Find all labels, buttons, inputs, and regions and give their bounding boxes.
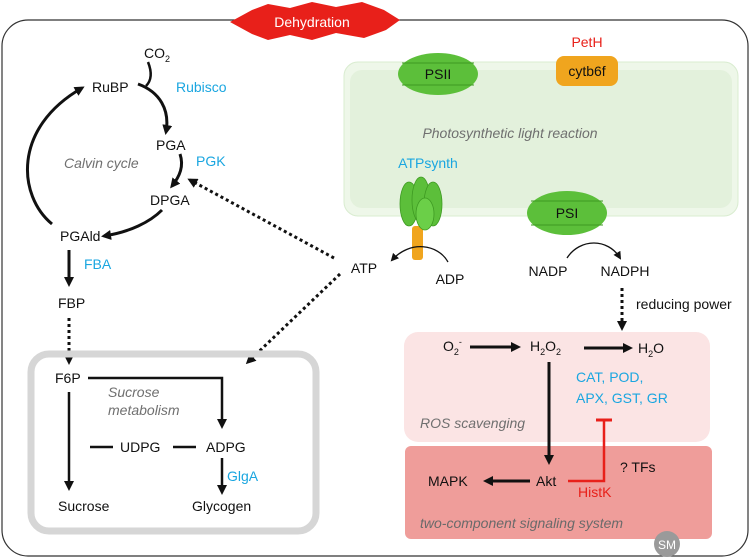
atp-synthase: ATPsynth xyxy=(398,155,458,260)
enzymes-line2: APX, GST, GR xyxy=(576,390,668,406)
pgald-to-rubp-arrow xyxy=(25,86,85,226)
sucrose-label: Sucrose xyxy=(58,498,110,514)
h2o2-label: H2O2 xyxy=(530,338,561,357)
atp-to-dpga-arrow xyxy=(187,178,335,260)
reducing-power-label: reducing power xyxy=(636,296,732,312)
mapk-label: MAPK xyxy=(428,473,468,489)
sucrose-title-line1: Sucrose xyxy=(108,384,160,400)
rubp-to-pga-arrow xyxy=(137,82,173,135)
ros-title: ROS scavenging xyxy=(420,415,525,431)
co2-label: CO2 xyxy=(144,45,170,64)
atpsynth-label: ATPsynth xyxy=(398,155,458,171)
o2-label: O2- xyxy=(443,337,462,357)
adp-to-atp-arrow xyxy=(390,246,449,263)
sucrose-title-line2: metabolism xyxy=(108,402,180,418)
calvin-cycle: CO2 RuBP Rubisco PGA PGK DPGA PGAld Calv… xyxy=(25,45,227,365)
psii-label: PSII xyxy=(425,66,451,82)
signaling-system: two-component signaling system MAPK Akt … xyxy=(405,418,712,539)
rubisco-label: Rubisco xyxy=(176,79,227,95)
psi-label: PSI xyxy=(556,205,579,221)
dpga-to-pgald-arrow xyxy=(101,208,164,240)
histk-label: HistK xyxy=(578,484,612,500)
adpg-label: ADPG xyxy=(206,439,246,455)
sm-watermark: SM xyxy=(654,531,680,557)
ros-scavenging: ROS scavenging O2- H2O2 H2O CAT, POD, AP… xyxy=(404,332,710,442)
udpg-label: UDPG xyxy=(120,439,160,455)
light-reaction-region xyxy=(343,61,739,217)
co2-entry-line xyxy=(145,61,152,87)
psi-complex: PSI xyxy=(527,191,607,235)
fba-label: FBA xyxy=(84,256,112,272)
enzymes-line1: CAT, POD, xyxy=(576,369,643,385)
peth-label: PetH xyxy=(571,34,602,50)
sucrose-metabolism: F6P Sucrose metabolism UDPG ADPG GlgA Su… xyxy=(27,350,320,535)
akt-label: Akt xyxy=(536,473,556,489)
f6p-to-adpg-arrow xyxy=(88,376,227,429)
nadph-label: NADPH xyxy=(600,263,649,279)
tfs-label: ? TFs xyxy=(620,459,656,475)
histk-inhibition-line xyxy=(568,420,606,483)
rubp-label: RuBP xyxy=(92,79,129,95)
h2o-label: H2O xyxy=(638,340,664,359)
adp-label: ADP xyxy=(436,271,465,287)
dpga-label: DPGA xyxy=(150,192,190,208)
dehydration-banner: Dehydration xyxy=(230,2,400,40)
pgald-label: PGAld xyxy=(60,228,100,244)
cytb6f-label: cytb6f xyxy=(568,63,605,79)
cytb6f-complex: PetH cytb6f xyxy=(556,34,618,86)
pgk-label: PGK xyxy=(196,153,226,169)
svg-text:SM: SM xyxy=(658,538,676,552)
light-reaction-title: Photosynthetic light reaction xyxy=(422,125,597,141)
psii-complex: PSII xyxy=(398,53,478,95)
atp-to-adpg-arrow xyxy=(245,272,342,365)
calvin-cycle-title: Calvin cycle xyxy=(64,155,139,171)
glga-label: GlgA xyxy=(227,468,259,484)
nadp-label: NADP xyxy=(529,263,568,279)
glycogen-label: Glycogen xyxy=(192,498,251,514)
nadp-to-nadph-arrow xyxy=(566,242,622,260)
fbp-label: FBP xyxy=(58,295,85,311)
pga-to-dpga-arrow xyxy=(170,153,184,189)
atp-label: ATP xyxy=(351,260,377,276)
dehydration-label: Dehydration xyxy=(274,14,350,30)
signaling-title: two-component signaling system xyxy=(420,515,623,531)
f6p-label: F6P xyxy=(55,370,81,386)
pga-label: PGA xyxy=(156,137,186,153)
